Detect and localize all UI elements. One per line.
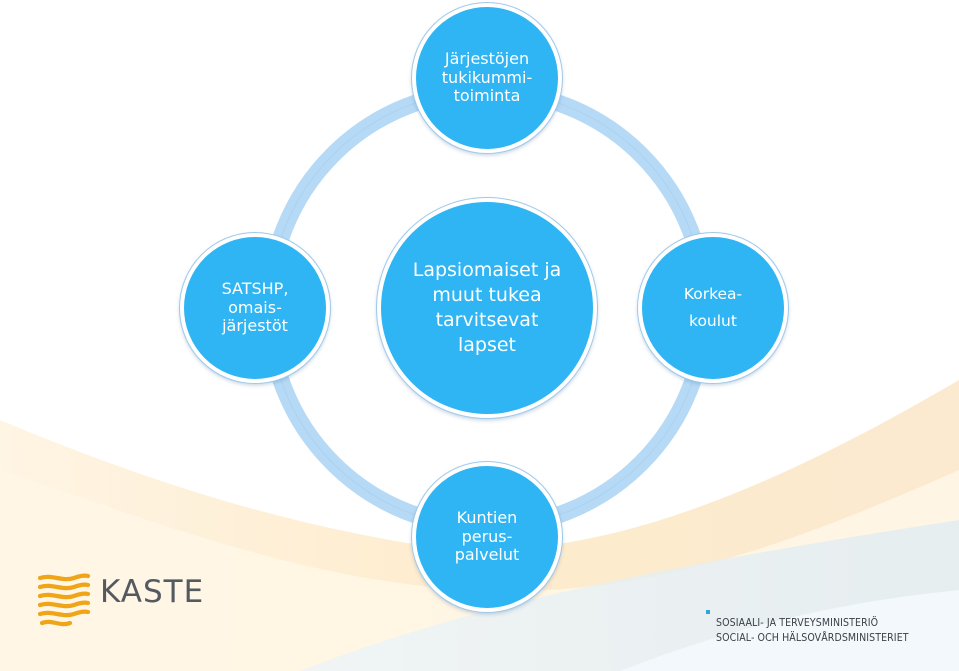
kaste-logo-mark bbox=[38, 573, 91, 627]
node-label: Korkea- koulut bbox=[683, 284, 743, 330]
ministry-name-fi: SOSIAALI- JA TERVEYSMINISTERIÖ bbox=[716, 617, 879, 629]
kaste-logo-text: KASTE bbox=[100, 574, 205, 610]
node-center-lapsiomaiset: Lapsiomaiset ja muut tukea tarvitsevat l… bbox=[377, 198, 597, 418]
node-satshp-omaisjarjestot: SATSHP, omais- järjestöt bbox=[180, 233, 330, 383]
ministry-accent-square bbox=[706, 610, 710, 614]
ministry-name-sv: SOCIAL- OCH HÄLSOVÅRDSMINISTERIET bbox=[716, 632, 909, 644]
center-label: Lapsiomaiset ja muut tukea tarvitsevat l… bbox=[412, 258, 562, 357]
node-label: Järjestöjen tukikummi- toiminta bbox=[441, 49, 533, 106]
node-label: Kuntien perus- palvelut bbox=[454, 508, 520, 565]
node-kuntien-peruspalvelut: Kuntien perus- palvelut bbox=[412, 462, 562, 612]
node-korkeakoulut: Korkea- koulut bbox=[638, 233, 788, 383]
node-jarjestojen-tukikummitoiminta: Järjestöjen tukikummi- toiminta bbox=[412, 3, 562, 153]
node-label: SATSHP, omais- järjestöt bbox=[221, 279, 289, 336]
